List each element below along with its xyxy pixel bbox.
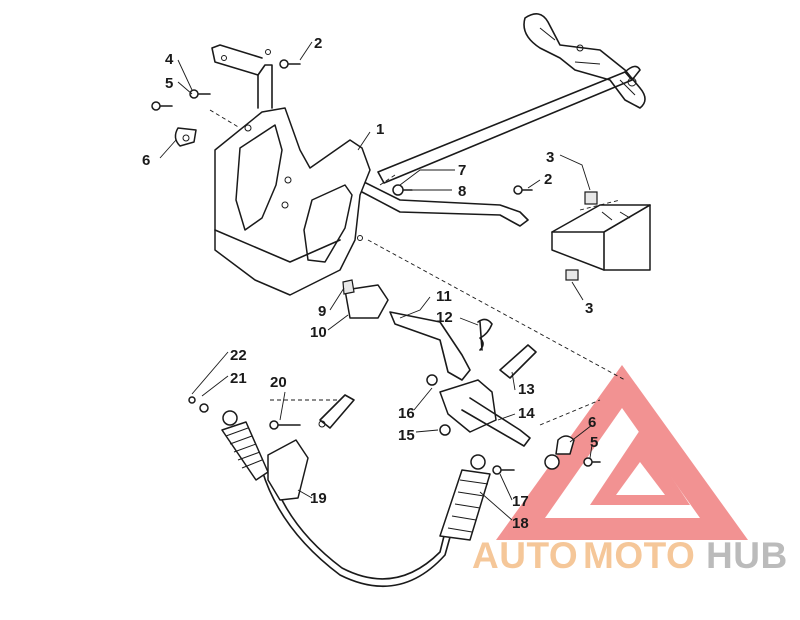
callout-1: 1 xyxy=(376,121,384,138)
callout-10: 10 xyxy=(310,324,327,341)
watermark-logo xyxy=(496,365,748,540)
logo-center-cut xyxy=(616,462,665,495)
callout-18: 18 xyxy=(512,515,529,532)
callout-5-left: 5 xyxy=(165,75,173,92)
frame-fragment xyxy=(523,13,646,109)
reference-lines xyxy=(209,109,626,426)
pedal-bracket xyxy=(188,394,355,501)
callout-3-top: 3 xyxy=(546,149,554,166)
mount-block xyxy=(551,191,651,281)
callout-22: 22 xyxy=(230,347,247,364)
callout-2-right: 2 xyxy=(544,171,552,188)
fasteners xyxy=(151,59,533,196)
callout-11: 11 xyxy=(436,288,452,305)
callout-20: 20 xyxy=(270,374,287,391)
callout-21: 21 xyxy=(230,370,247,387)
callout-17: 17 xyxy=(512,493,529,510)
watermark-moto: MOTO xyxy=(583,535,695,576)
callout-9: 9 xyxy=(318,303,326,320)
watermark-auto: AUTO xyxy=(472,535,578,576)
callout-19: 19 xyxy=(310,490,327,507)
callouts: 1 2 2 3 3 4 5 5 6 6 7 8 9 10 11 12 13 14… xyxy=(142,35,598,532)
callout-16: 16 xyxy=(398,405,415,422)
left-boot xyxy=(221,410,269,481)
callout-6-left: 6 xyxy=(142,152,150,169)
callout-12: 12 xyxy=(436,309,453,326)
callout-6-right: 6 xyxy=(588,414,596,431)
cable-assembly xyxy=(221,410,491,587)
callout-14: 14 xyxy=(518,405,535,422)
callout-5-right: 5 xyxy=(590,434,598,451)
callout-7: 7 xyxy=(458,162,466,179)
callout-8: 8 xyxy=(458,183,466,200)
watermark-text: AUTO MOTO HUB xyxy=(472,535,788,576)
leader-lines xyxy=(159,41,593,521)
callout-2-top: 2 xyxy=(314,35,322,52)
callout-3-bottom: 3 xyxy=(585,300,593,317)
right-boot xyxy=(439,454,491,541)
callout-15: 15 xyxy=(398,427,415,444)
callout-4: 4 xyxy=(165,51,174,68)
main-bracket xyxy=(211,44,371,296)
watermark-hub: HUB xyxy=(706,535,788,576)
lever-assembly xyxy=(342,279,601,475)
callout-13: 13 xyxy=(518,381,535,398)
